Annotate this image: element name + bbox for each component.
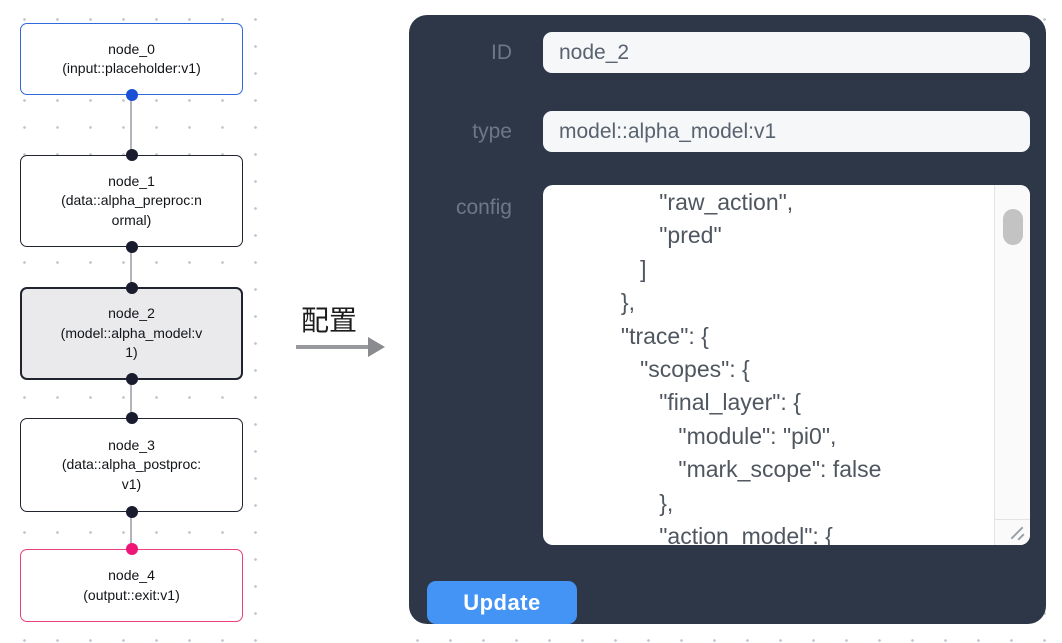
node-type-label: (data::alpha_preproc:normal) bbox=[61, 192, 202, 228]
source-handle-icon[interactable] bbox=[125, 241, 138, 253]
resize-grip-icon[interactable] bbox=[1008, 522, 1028, 542]
node-title: node_3 bbox=[108, 436, 155, 453]
configure-annotation: 配置 bbox=[300, 305, 357, 336]
source-handle-icon[interactable] bbox=[125, 373, 138, 385]
config-field-label: config bbox=[455, 196, 512, 219]
target-handle-icon[interactable] bbox=[125, 412, 138, 424]
source-handle-icon[interactable] bbox=[125, 506, 138, 518]
update-button[interactable]: Update bbox=[427, 581, 577, 624]
config-textarea[interactable]: "raw_action", "pred" ] }, "trace": { "sc… bbox=[543, 185, 1030, 545]
flow-node-input[interactable]: node_0 (input::placeholder:v1) bbox=[20, 23, 243, 101]
target-handle-icon[interactable] bbox=[125, 282, 138, 294]
edge-node1-node2 bbox=[130, 247, 132, 287]
flow-node-model-selected[interactable]: node_2 (model::alpha_model:v1) bbox=[20, 282, 243, 385]
type-input[interactable] bbox=[543, 111, 1030, 152]
target-handle-icon[interactable] bbox=[125, 149, 138, 161]
scrollbar-track[interactable] bbox=[994, 185, 1030, 545]
id-field-label: ID bbox=[491, 41, 512, 64]
node-type-label: (input::placeholder:v1) bbox=[62, 60, 201, 76]
flow-node-postproc[interactable]: node_3 (data::alpha_postproc:v1) bbox=[20, 412, 243, 518]
node-type-label: (data::alpha_postproc:v1) bbox=[61, 456, 202, 492]
node-type-label: (output::exit:v1) bbox=[83, 586, 180, 603]
right-arrow-icon bbox=[296, 336, 386, 358]
edge-node3-node4 bbox=[130, 512, 132, 549]
node-title: node_0 bbox=[108, 40, 155, 57]
flow-canvas[interactable]: node_0 (input::placeholder:v1) node_1 (d… bbox=[0, 0, 286, 643]
config-json-text[interactable]: "raw_action", "pred" ] }, "trace": { "sc… bbox=[620, 189, 882, 545]
node-title: node_1 bbox=[108, 172, 155, 189]
node-type-label: (model::alpha_model:v1) bbox=[60, 324, 203, 361]
edge-node0-node1 bbox=[130, 95, 132, 155]
node-config-panel: ID type config "raw_action", "pred" ] },… bbox=[409, 15, 1046, 624]
node-title: node_4 bbox=[108, 567, 155, 583]
id-input[interactable] bbox=[543, 32, 1030, 73]
type-field-label: type bbox=[472, 120, 512, 143]
edge-node2-node3 bbox=[130, 380, 132, 418]
flow-node-output[interactable]: node_4 (output::exit:v1) bbox=[20, 543, 243, 622]
scrollbar-thumb[interactable] bbox=[1003, 209, 1023, 245]
source-handle-icon[interactable] bbox=[125, 89, 138, 101]
node-title: node_2 bbox=[108, 305, 155, 322]
target-handle-icon[interactable] bbox=[125, 543, 138, 555]
flow-node-preproc[interactable]: node_1 (data::alpha_preproc:normal) bbox=[20, 149, 243, 253]
